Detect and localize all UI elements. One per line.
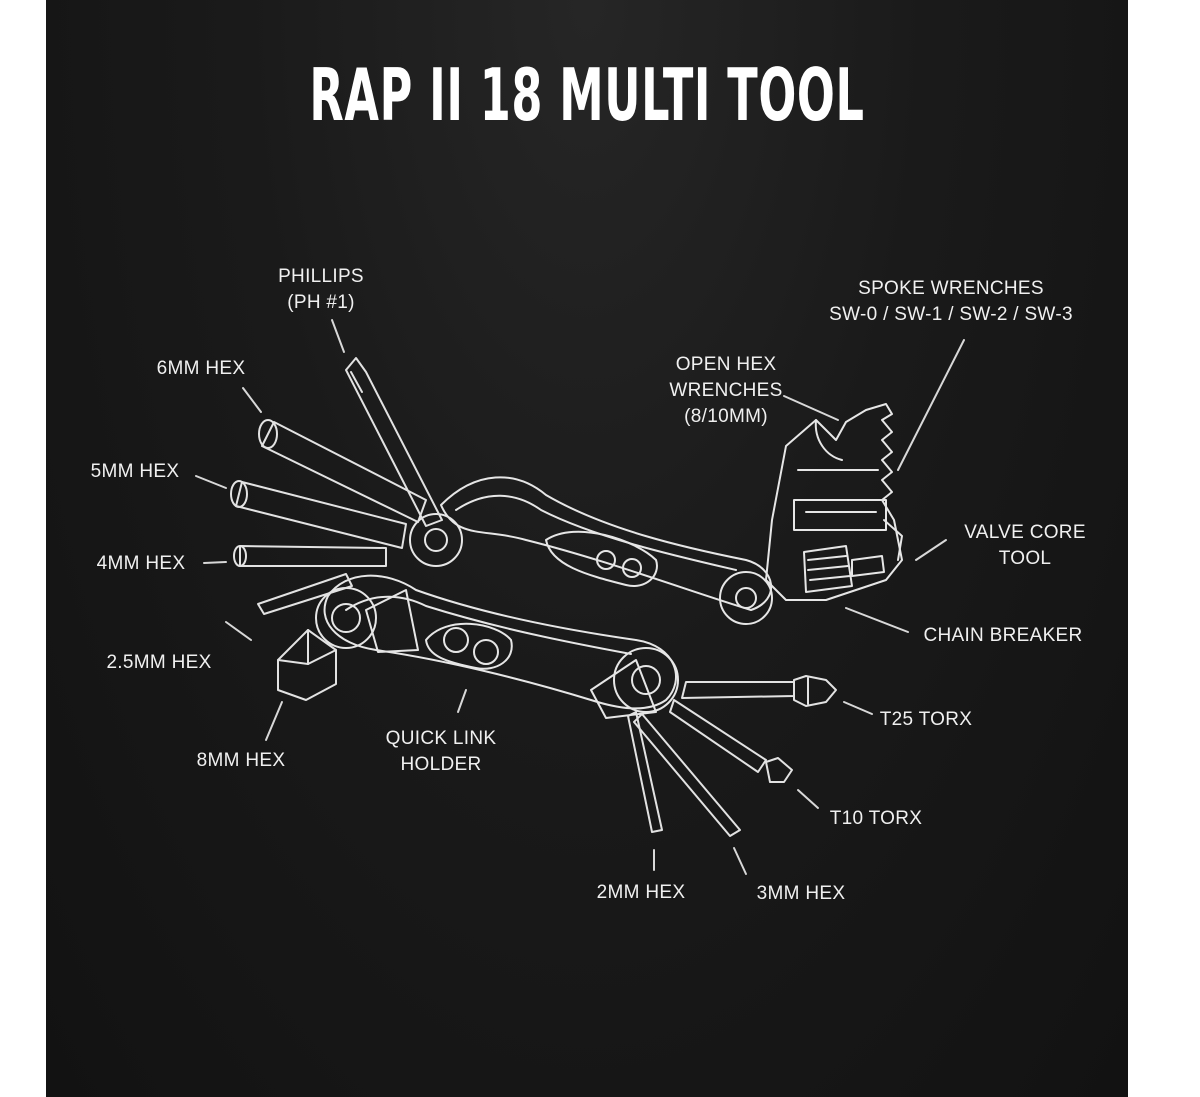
leader-lines xyxy=(196,320,964,874)
label-3mm-hex: 3MM HEX xyxy=(756,883,846,904)
label-2-5mm-hex: 2.5MM HEX xyxy=(106,652,212,673)
hex-keys-left xyxy=(231,358,442,700)
label-4mm-hex: 4MM HEX xyxy=(96,553,186,574)
label-2mm-hex: 2MM HEX xyxy=(596,882,686,903)
diagram-panel: RAP II 18 MULTI TOOL xyxy=(46,0,1128,1097)
page-title: RAP II 18 MULTI TOOL xyxy=(309,53,865,137)
multitool-illustration xyxy=(46,0,1128,1097)
tools-lower-right xyxy=(628,676,836,836)
tool-body xyxy=(316,477,772,718)
label-chain-breaker: CHAIN BREAKER xyxy=(923,625,1083,646)
label-t25-torx: T25 TORX xyxy=(879,709,973,730)
label-5mm-hex: 5MM HEX xyxy=(90,461,180,482)
label-phillips: PHILLIPS(PH #1) xyxy=(278,266,364,313)
label-8mm-hex: 8MM HEX xyxy=(196,750,286,771)
chain-breaker-assembly xyxy=(766,404,902,600)
label-t10-torx: T10 TORX xyxy=(829,808,923,829)
label-6mm-hex: 6MM HEX xyxy=(156,358,246,379)
